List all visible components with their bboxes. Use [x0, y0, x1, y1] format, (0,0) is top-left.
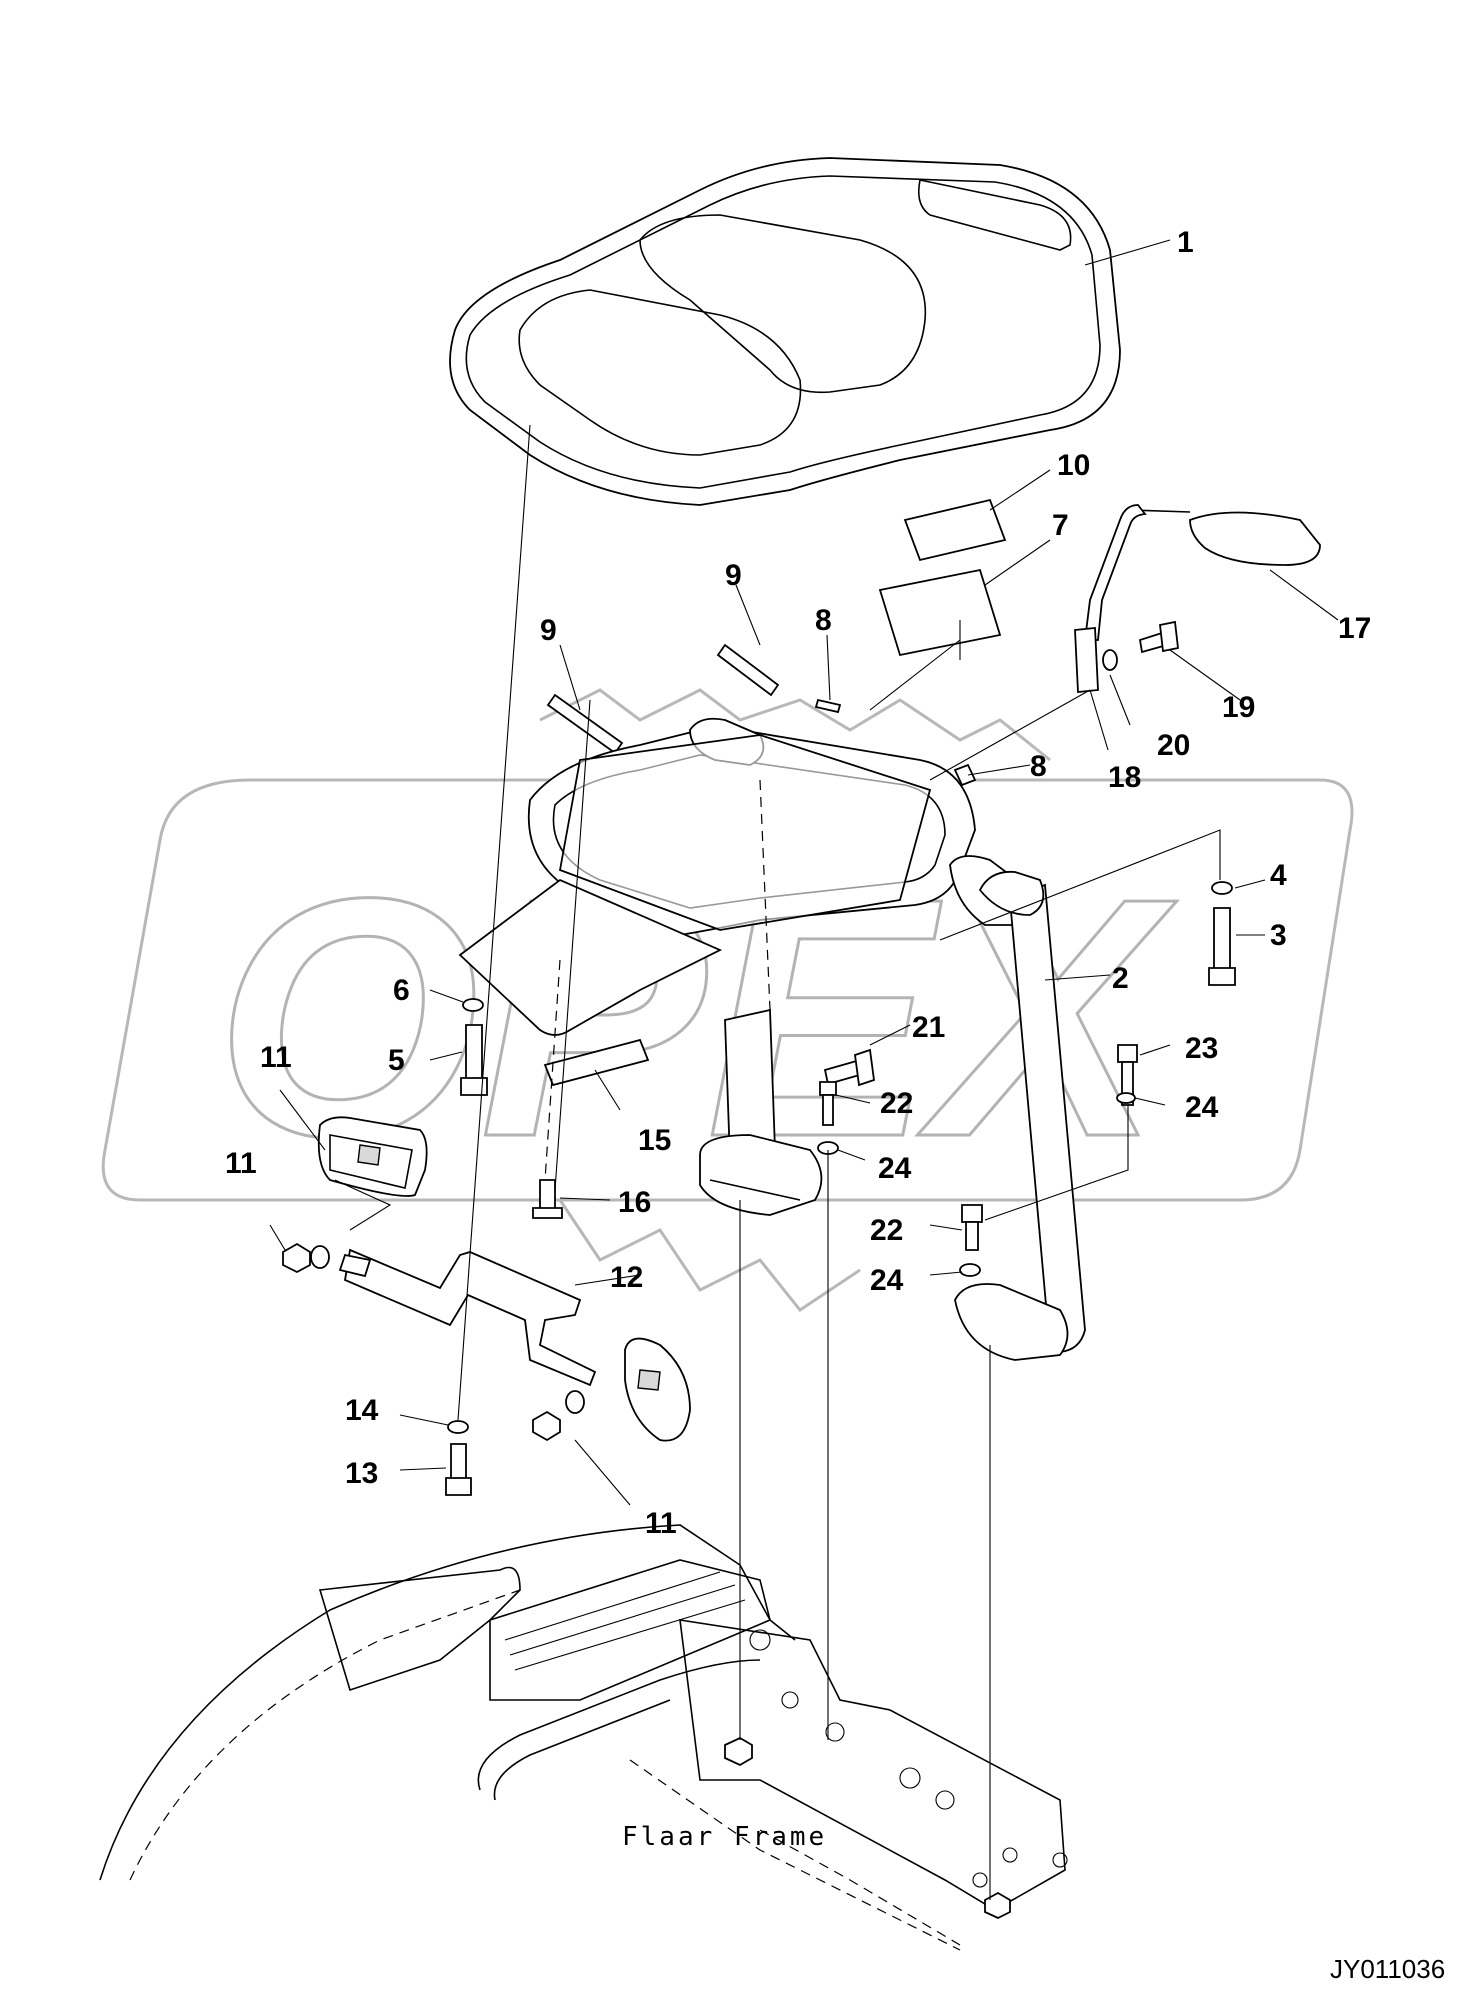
washer-24-lower	[959, 1263, 981, 1277]
mirror-11-left	[317, 1116, 428, 1197]
seat-base-plate	[458, 878, 723, 1036]
arm-pillar	[954, 870, 1086, 1361]
floor-frame-label: Flaar Frame	[622, 1822, 827, 1852]
bolt-19	[1138, 620, 1179, 654]
callout-23: 23	[1185, 1032, 1218, 1065]
callout-24-right: 24	[1185, 1091, 1219, 1124]
washer-14	[447, 1420, 469, 1434]
strip-9-left	[546, 693, 624, 755]
callout-14: 14	[345, 1394, 379, 1427]
bolt-22-lower	[961, 1204, 983, 1251]
callout-18: 18	[1108, 761, 1141, 794]
strip-9-right	[716, 643, 780, 697]
pin-8-b	[953, 763, 977, 787]
pad-7	[878, 568, 1002, 657]
callout-10: 10	[1057, 449, 1090, 482]
callout-13: 13	[345, 1457, 378, 1490]
mirror-bracket-12	[338, 1248, 597, 1387]
washer-4	[1211, 881, 1233, 895]
callout-24-center: 24	[878, 1152, 912, 1185]
callout-12: 12	[610, 1261, 643, 1294]
nut-11-left	[282, 1242, 330, 1274]
document-id: JY011036	[1330, 1954, 1445, 1984]
mirror-11-right	[624, 1337, 691, 1442]
floor-frame: Flaar Frame	[99, 1524, 1068, 1951]
callout-11-lower: 11	[645, 1507, 677, 1540]
callout-16: 16	[618, 1186, 651, 1219]
leader-lines	[279, 239, 1339, 1506]
bolt-21	[823, 1048, 875, 1087]
callout-1: 1	[1177, 226, 1194, 259]
decal-15	[543, 1038, 650, 1087]
bolt-3	[1208, 907, 1236, 986]
callout-20: 20	[1157, 729, 1190, 762]
callout-4: 4	[1270, 859, 1287, 892]
seat-frame	[527, 717, 1035, 936]
callout-21: 21	[912, 1011, 945, 1044]
callout-6: 6	[393, 974, 410, 1007]
callout-numbers: 1 2 3 4 5 6 7 8 8 9 9 10 11 11 11 12 13 …	[225, 226, 1371, 1540]
callout-2: 2	[1112, 962, 1129, 995]
seat-cushion	[449, 157, 1121, 506]
callout-19: 19	[1222, 691, 1255, 724]
washer-6	[462, 998, 484, 1012]
bolt-13	[445, 1443, 472, 1496]
callout-15: 15	[638, 1124, 671, 1157]
callout-17: 17	[1338, 612, 1371, 645]
pedestal-column	[699, 1008, 823, 1216]
callout-24-lower: 24	[870, 1264, 904, 1297]
callout-11-left: 11	[225, 1147, 257, 1180]
callout-9-left: 9	[540, 614, 557, 647]
assembly-lines	[269, 424, 1221, 1900]
washer-20	[1102, 649, 1118, 671]
callout-8-top: 8	[815, 604, 832, 637]
bolt-5	[460, 1024, 488, 1096]
callout-3: 3	[1270, 919, 1287, 952]
callout-5: 5	[388, 1044, 405, 1077]
pin-16	[532, 1179, 563, 1219]
callout-22-center: 22	[880, 1087, 913, 1120]
pin-8-a	[814, 698, 842, 714]
callout-9-right: 9	[725, 559, 742, 592]
mirror-17	[1074, 504, 1321, 693]
bolt-23	[1117, 1044, 1138, 1106]
bolt-22-center	[819, 1081, 837, 1126]
nut-11-right	[532, 1390, 585, 1442]
pad-10	[903, 498, 1007, 562]
callout-7: 7	[1052, 509, 1069, 542]
washer-24-right	[1116, 1092, 1136, 1104]
callout-8-right: 8	[1030, 750, 1047, 783]
callout-22-lower: 22	[870, 1214, 903, 1247]
callout-11-upper: 11	[260, 1041, 292, 1074]
